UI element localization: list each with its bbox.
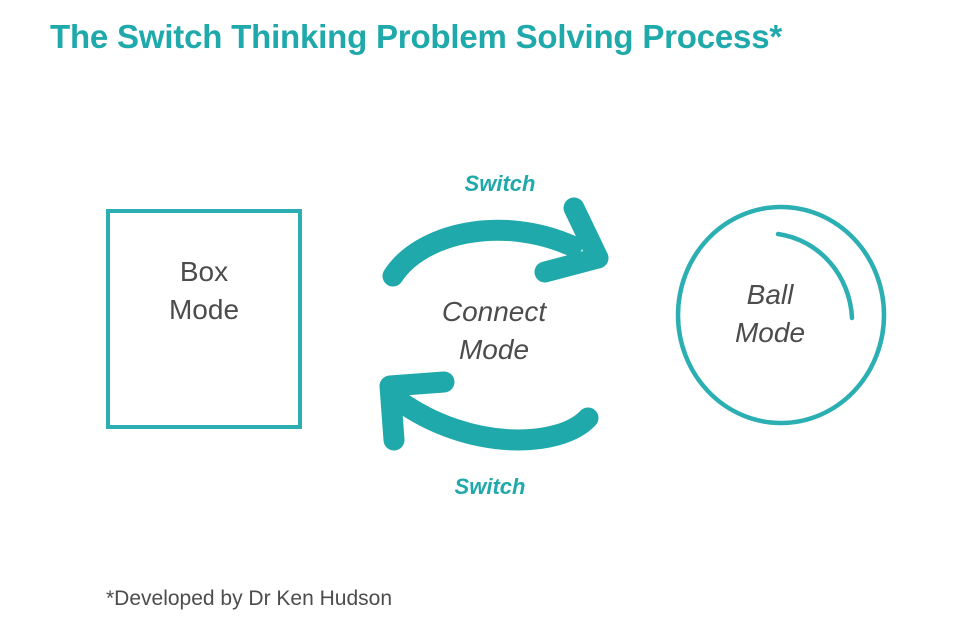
- connect-mode-label: Connect Mode: [396, 293, 592, 369]
- box-mode-square: [106, 209, 302, 429]
- ball-mode-circle: [675, 204, 887, 426]
- box-mode-label-line1: Box: [179, 256, 229, 287]
- arrow-top-icon: [382, 197, 609, 287]
- connect-mode-label-line1: Connect: [441, 296, 547, 327]
- footnote-text: *Developed by Dr Ken Hudson: [106, 587, 393, 610]
- switch-label-top: Switch: [464, 171, 536, 196]
- switch-label-bottom: Switch: [454, 474, 526, 499]
- ball-mode-highlight-arc: [775, 231, 855, 321]
- ball-mode-label: Ball Mode: [690, 276, 850, 352]
- switch-cycle-arrows: [379, 197, 609, 451]
- box-mode-label-line2: Mode: [168, 294, 240, 325]
- box-mode-label: Box Mode: [106, 253, 302, 329]
- ball-mode-label-line1: Ball: [746, 279, 794, 310]
- page-title: The Switch Thinking Problem Solving Proc…: [50, 18, 783, 55]
- ball-mode-label-line2: Mode: [734, 317, 806, 348]
- connect-mode-label-line2: Mode: [458, 334, 530, 365]
- arrow-bottom-icon: [379, 371, 599, 451]
- ball-mode-outline: [675, 204, 887, 426]
